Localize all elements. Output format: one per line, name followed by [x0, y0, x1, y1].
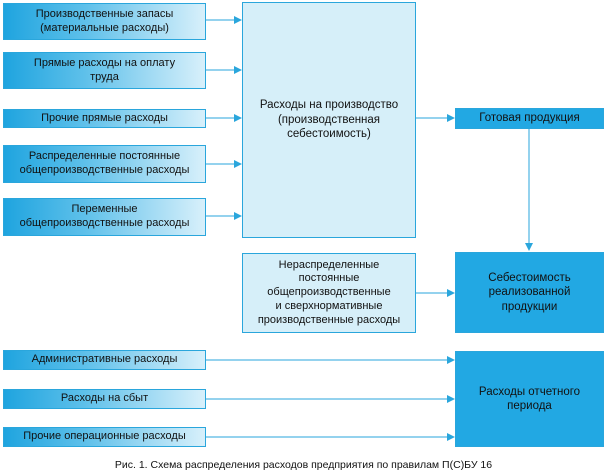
input-other-operating: Прочие операционные расходы — [3, 427, 206, 447]
input-direct-labor: Прямые расходы на оплату труда — [3, 52, 206, 89]
finished-goods-box: Готовая продукция — [455, 108, 604, 129]
input-administrative: Административные расходы — [3, 350, 206, 370]
input-other-operating-label: Прочие операционные расходы — [23, 430, 186, 443]
period-expenses-label: Расходы отчетного периода — [478, 385, 581, 412]
production-costs-label: Расходы на производство (производственна… — [259, 99, 399, 141]
input-inventory-label: Производственные запасы (материальные ра… — [35, 7, 174, 34]
unallocated-costs-box: Нераспределенные постоянные общепроизвод… — [242, 253, 416, 333]
input-allocated-fixed-overhead: Распределенные постоянные общепроизводст… — [3, 145, 206, 183]
input-selling: Расходы на сбыт — [3, 389, 206, 409]
production-costs-box: Расходы на производство (производственна… — [242, 2, 416, 238]
input-direct-labor-label: Прямые расходы на оплату труда — [33, 56, 176, 83]
period-expenses-box: Расходы отчетного периода — [455, 351, 604, 447]
input-selling-label: Расходы на сбыт — [60, 392, 149, 405]
finished-goods-label: Готовая продукция — [479, 112, 580, 125]
input-administrative-label: Административные расходы — [31, 353, 178, 366]
input-variable-overhead: Переменные общепроизводственные расходы — [3, 198, 206, 236]
unallocated-costs-label: Нераспределенные постоянные общепроизвод… — [257, 258, 401, 326]
input-inventory: Производственные запасы (материальные ра… — [3, 3, 206, 40]
input-allocated-fixed-overhead-label: Распределенные постоянные общепроизводст… — [19, 150, 190, 176]
input-other-direct-label: Прочие прямые расходы — [41, 111, 168, 124]
input-variable-overhead-label: Переменные общепроизводственные расходы — [19, 203, 190, 229]
input-other-direct: Прочие прямые расходы — [3, 109, 206, 128]
cost-of-sales-label: Себестоимость реализованной продукции — [488, 271, 571, 313]
cost-of-sales-box: Себестоимость реализованной продукции — [455, 252, 604, 333]
figure-caption: Рис. 1. Схема распределения расходов пре… — [114, 459, 493, 471]
